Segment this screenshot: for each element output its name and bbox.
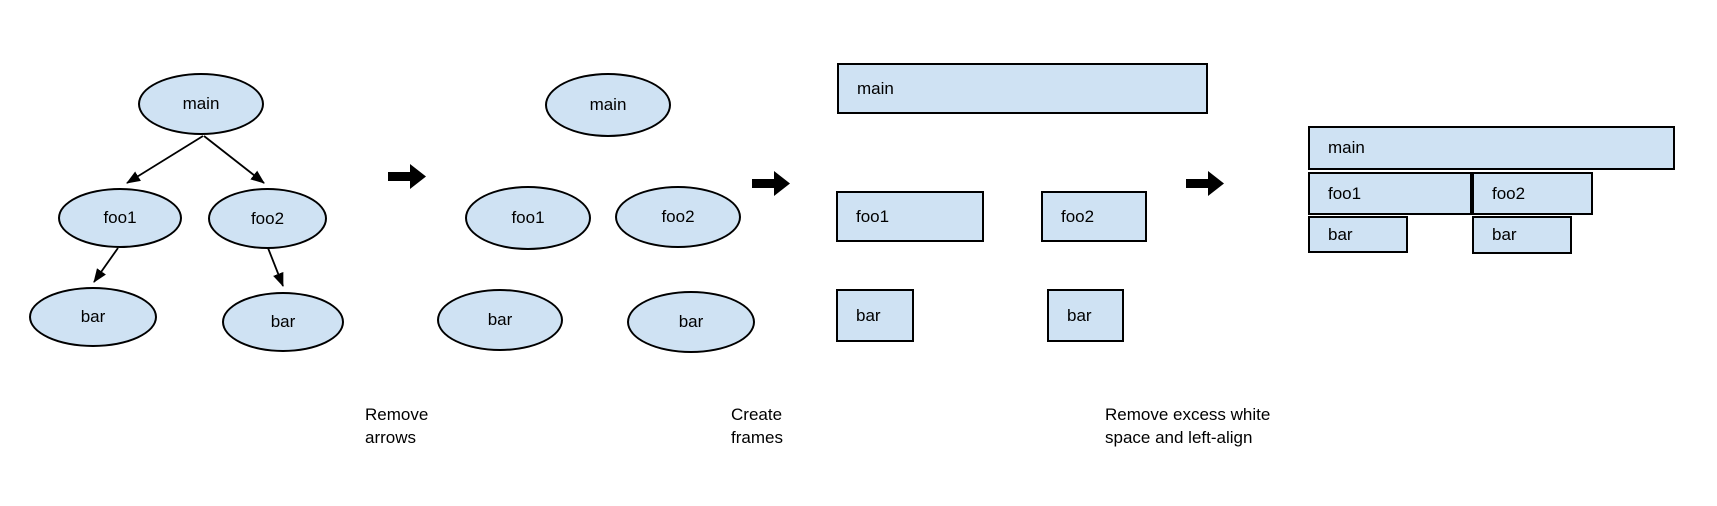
step3-arrow-icon xyxy=(1186,171,1224,196)
step2-arrow-icon xyxy=(752,171,790,196)
flame-node-bar-right: bar xyxy=(1472,216,1572,254)
tree2-node-bar-right: bar xyxy=(627,291,755,353)
tree1-node-foo1: foo1 xyxy=(58,188,182,248)
step3-caption: Remove excess white space and left-align xyxy=(1105,403,1270,449)
step1-caption: Remove arrows xyxy=(365,403,428,449)
step2-caption: Create frames xyxy=(731,403,783,449)
frames-node-bar-left: bar xyxy=(836,289,914,342)
edge-foo2-bar-icon xyxy=(267,247,284,287)
step1-arrow-icon xyxy=(388,164,426,189)
caption-line: Remove xyxy=(365,405,429,424)
frames-node-bar-right: bar xyxy=(1047,289,1124,342)
caption-line: Create xyxy=(731,405,783,424)
tree1-node-main: main xyxy=(138,73,264,135)
flame-node-foo2: foo2 xyxy=(1472,172,1593,215)
edge-main-foo2-icon xyxy=(203,135,265,184)
frames-node-foo2: foo2 xyxy=(1041,191,1147,242)
tree1-node-bar-left: bar xyxy=(29,287,157,347)
caption-line: Remove excess white xyxy=(1105,405,1271,424)
caption-line: arrows xyxy=(365,428,417,447)
edge-foo1-bar-icon xyxy=(93,247,119,283)
tree2-node-foo1: foo1 xyxy=(465,186,591,250)
flame-node-main: main xyxy=(1308,126,1675,170)
frames-node-main: main xyxy=(837,63,1208,114)
caption-line: space and left-align xyxy=(1105,428,1253,447)
edge-main-foo1-icon xyxy=(126,135,204,184)
frames-node-foo1: foo1 xyxy=(836,191,984,242)
tree2-node-foo2: foo2 xyxy=(615,186,741,248)
flame-node-foo1: foo1 xyxy=(1308,172,1472,215)
tree1-node-foo2: foo2 xyxy=(208,188,327,249)
caption-line: frames xyxy=(731,428,783,447)
tree2-node-main: main xyxy=(545,73,671,137)
tree2-node-bar-left: bar xyxy=(437,289,563,351)
flame-node-bar-left: bar xyxy=(1308,216,1408,253)
tree1-node-bar-right: bar xyxy=(222,292,344,352)
